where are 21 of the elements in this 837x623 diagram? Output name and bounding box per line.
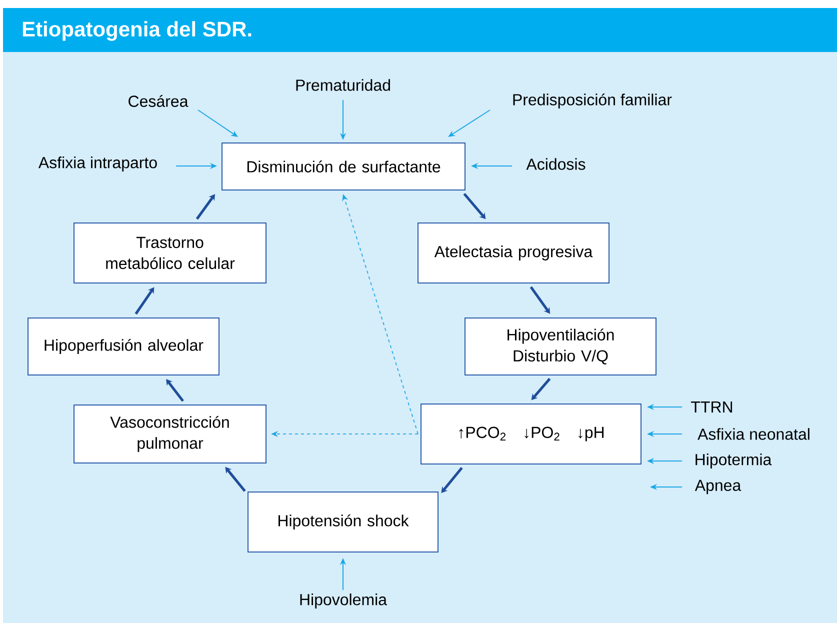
arrow <box>134 287 154 315</box>
process-box: Trastorno metabólico celular <box>74 222 266 284</box>
factor-label: Hipotermia <box>696 454 772 468</box>
factor-label: Asfixia intraparto <box>38 156 157 172</box>
arrow <box>530 286 550 314</box>
factor-label: Acidosis <box>526 158 586 170</box>
process-box: Hipotensión shock <box>248 491 438 552</box>
factor-label: Predisposición familiar <box>513 93 672 109</box>
factor-label: Asfixia neonatal <box>698 428 810 440</box>
process-box: ↑PCO$_{2}$ ↓PO$_{2}$ ↓pH <box>420 403 642 464</box>
process-box: Hipoventilación Disturbio V/Q <box>464 317 656 376</box>
process-box: Vasoconstricción pulmonar <box>74 404 266 464</box>
factor-label: TTRN <box>691 401 732 412</box>
factor-label: Apnea <box>694 480 742 494</box>
process-box: Hipoperfusión alveolar <box>28 317 220 376</box>
process-box: Atelectasia progresiva <box>418 222 610 284</box>
factor-label: Prematuridad <box>296 79 390 91</box>
process-box: Disminución de surfactante <box>222 142 466 190</box>
title-bar: Etiopatogenia del SDR. <box>3 8 837 52</box>
factor-label: Cesárea <box>128 95 188 107</box>
factor-label: Hipovolemia <box>300 594 387 608</box>
